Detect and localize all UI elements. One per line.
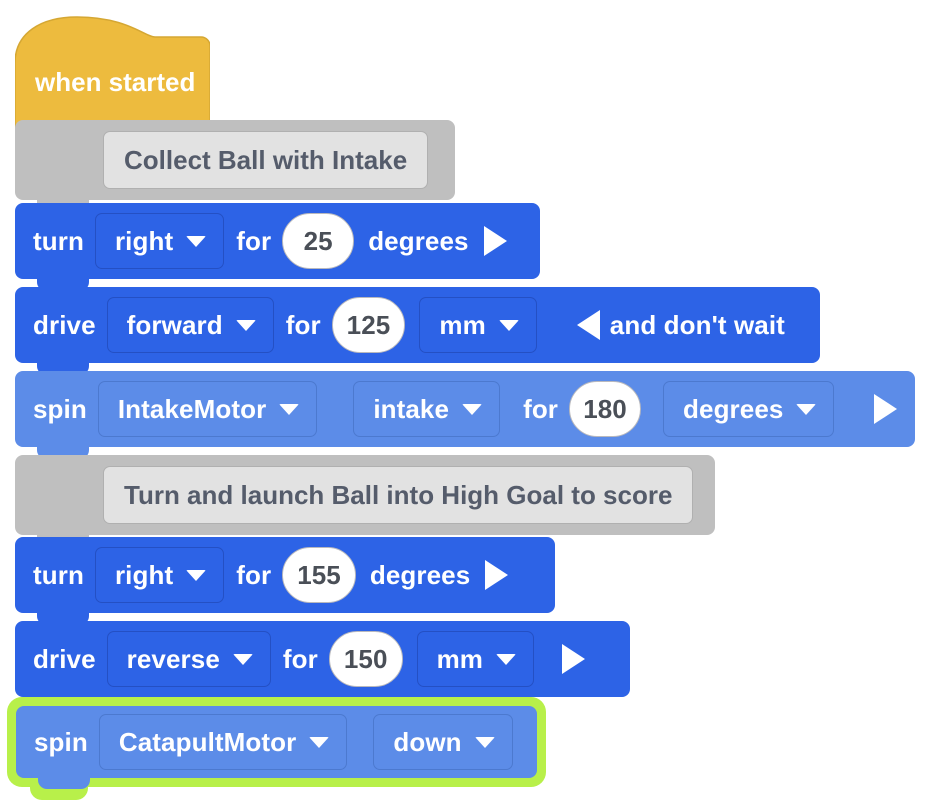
run-arrow-right-icon[interactable]: [485, 560, 509, 590]
spin-direction-dropdown[interactable]: down: [373, 714, 513, 770]
chevron-down-icon: [186, 235, 207, 247]
drive-unit-dropdown[interactable]: mm: [416, 631, 534, 687]
turn-direction-value: right: [114, 225, 174, 256]
hat-block-shape: [15, 16, 210, 133]
comment-block-collect-ball[interactable]: Collect Ball with Intake: [15, 120, 455, 212]
turn-verb-label: turn: [33, 225, 84, 256]
turn-for-label: for: [236, 225, 272, 256]
turn-for-label: for: [236, 559, 272, 590]
run-arrow-right-icon[interactable]: [562, 644, 585, 674]
spin-unit-dropdown[interactable]: degrees: [663, 381, 835, 437]
turn-direction-dropdown[interactable]: right: [94, 547, 225, 603]
chevron-down-icon: [309, 736, 330, 748]
drive-unit-value: mm: [439, 309, 486, 340]
drive-for-label: for: [285, 309, 321, 340]
turn-degrees-input[interactable]: 155: [282, 547, 356, 603]
spin-motor-dropdown[interactable]: IntakeMotor: [97, 381, 318, 437]
hat-block-label: when started: [35, 67, 196, 97]
turn-unit-label: degrees: [369, 559, 471, 590]
drive-distance-input[interactable]: 125: [331, 297, 406, 353]
turn-direction-value: right: [114, 559, 174, 590]
chevron-down-icon: [232, 653, 253, 665]
chevron-down-icon: [462, 403, 483, 415]
turn-unit-label: degrees: [368, 225, 469, 256]
block-drive-forward-125[interactable]: drive forward for 125 mm and don't wait: [15, 287, 820, 375]
spin-motor-value: IntakeMotor: [117, 393, 267, 424]
comment-text-field[interactable]: Collect Ball with Intake: [103, 131, 429, 189]
block-spin-intakemotor-180[interactable]: spin IntakeMotor intake for 180 degrees: [15, 371, 915, 459]
chevron-down-icon: [235, 319, 256, 331]
chevron-down-icon: [496, 653, 516, 665]
run-arrow-right-icon[interactable]: [874, 394, 898, 424]
chevron-down-icon: [474, 736, 495, 748]
spin-motor-dropdown[interactable]: CatapultMotor: [98, 714, 348, 770]
block-turn-right-25[interactable]: turn right for 25 degrees: [15, 203, 540, 291]
turn-direction-dropdown[interactable]: right: [94, 213, 225, 269]
spin-direction-value: down: [393, 726, 462, 757]
spin-verb-label: spin: [34, 726, 88, 757]
drive-direction-value: reverse: [126, 643, 220, 674]
chevron-down-icon: [498, 319, 519, 331]
block-drive-reverse-150[interactable]: drive reverse for 150 mm: [15, 621, 630, 709]
drive-wait-label: and don't wait: [609, 309, 785, 340]
collapse-arrow-left-icon[interactable]: [576, 310, 600, 340]
turn-degrees-input[interactable]: 25: [282, 213, 355, 269]
drive-distance-input[interactable]: 150: [328, 631, 403, 687]
chevron-down-icon: [279, 403, 300, 415]
spin-direction-dropdown[interactable]: intake: [353, 381, 501, 437]
comment-block-turn-launch[interactable]: Turn and launch Ball into High Goal to s…: [15, 455, 715, 547]
block-turn-right-155[interactable]: turn right for 155 degrees: [15, 537, 555, 625]
turn-verb-label: turn: [33, 559, 84, 590]
spin-for-label: for: [523, 393, 559, 424]
drive-direction-value: forward: [126, 309, 223, 340]
run-arrow-right-icon[interactable]: [483, 226, 507, 256]
spin-motor-value: CatapultMotor: [118, 726, 297, 757]
drive-direction-dropdown[interactable]: reverse: [106, 631, 271, 687]
comment-text-field[interactable]: Turn and launch Ball into High Goal to s…: [103, 466, 694, 524]
block-spin-catapultmotor-down[interactable]: spin CatapultMotor down: [16, 706, 537, 789]
drive-verb-label: drive: [33, 309, 96, 340]
drive-unit-dropdown[interactable]: mm: [419, 297, 537, 353]
spin-verb-label: spin: [33, 393, 87, 424]
chevron-down-icon: [186, 569, 207, 581]
drive-verb-label: drive: [33, 643, 96, 674]
spin-unit-value: degrees: [683, 393, 784, 424]
drive-for-label: for: [282, 643, 318, 674]
drive-direction-dropdown[interactable]: forward: [106, 297, 274, 353]
spin-value-input[interactable]: 180: [569, 381, 642, 437]
block-bottom-tab: [38, 776, 90, 789]
drive-unit-value: mm: [436, 643, 483, 674]
chevron-down-icon: [796, 403, 817, 415]
spin-direction-value: intake: [373, 393, 450, 424]
hat-block-when-started[interactable]: when started: [15, 15, 210, 133]
